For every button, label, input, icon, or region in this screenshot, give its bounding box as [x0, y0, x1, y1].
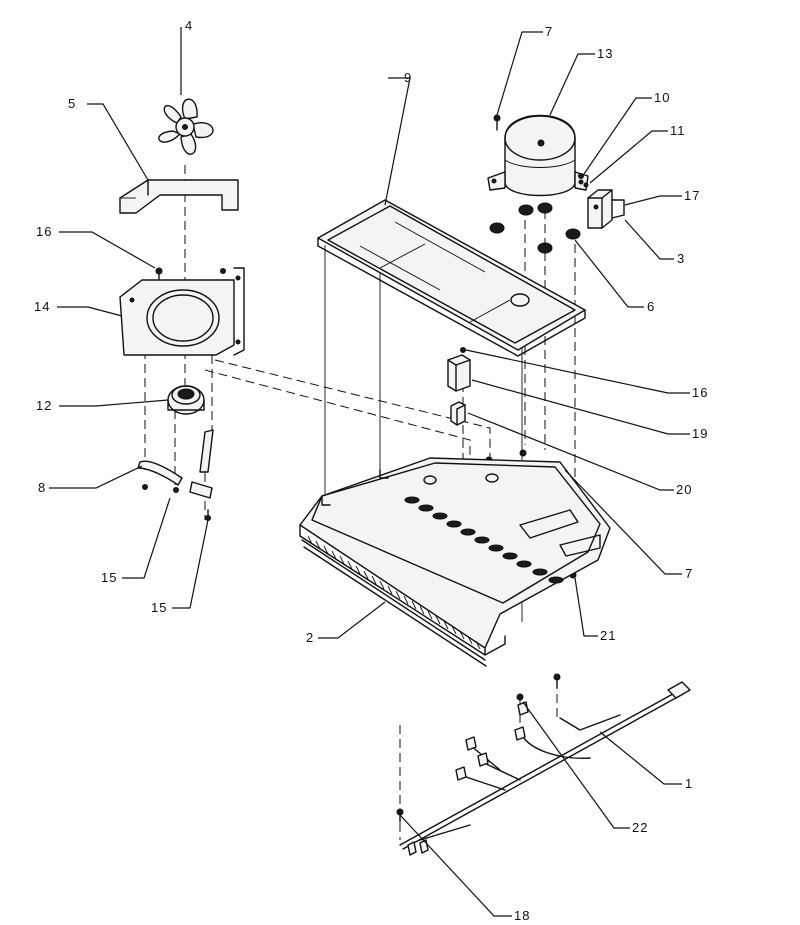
callout-10: 10	[654, 90, 670, 105]
condenser-coils	[301, 535, 487, 667]
callout-12: 12	[36, 398, 52, 413]
callout-16-right: 16	[692, 385, 708, 400]
electrical-box-20	[450, 401, 466, 426]
evaporator-pan	[317, 199, 586, 357]
callout-labels: 4 5 16 14 12 8 15 15 2 9 7 13 10 11 17 3…	[34, 18, 708, 923]
callout-7-bottom: 7	[685, 566, 693, 581]
callout-3: 3	[677, 251, 685, 266]
callout-21: 21	[600, 628, 616, 643]
callout-15-b: 15	[151, 600, 167, 615]
callout-13: 13	[597, 46, 613, 61]
screw-16-left	[155, 267, 226, 280]
screws-22	[516, 673, 561, 701]
callout-2: 2	[306, 630, 314, 645]
pan-slots	[404, 496, 564, 584]
leader-lines	[49, 27, 690, 917]
callout-6: 6	[647, 299, 655, 314]
fan-motor	[167, 385, 205, 415]
callout-14: 14	[34, 299, 50, 314]
callout-7-top: 7	[545, 24, 553, 39]
callout-16-left: 16	[36, 224, 52, 239]
callout-11: 11	[670, 123, 686, 138]
callout-1: 1	[685, 776, 693, 791]
callout-19: 19	[692, 426, 708, 441]
callout-8: 8	[38, 480, 46, 495]
callout-18: 18	[514, 908, 530, 923]
compressor	[487, 114, 589, 197]
fan-blade	[158, 98, 214, 155]
callout-9: 9	[404, 70, 412, 85]
callout-20: 20	[676, 482, 692, 497]
screws-10-11	[578, 173, 589, 188]
callout-22: 22	[632, 820, 648, 835]
fan-shroud	[119, 179, 239, 214]
relay-17	[587, 189, 625, 229]
callout-4: 4	[185, 18, 193, 33]
fan-bracket	[119, 267, 245, 356]
motor-mount-15	[189, 429, 214, 521]
callout-5: 5	[68, 96, 76, 111]
base-pan	[299, 457, 611, 667]
electrical-box-19	[447, 347, 471, 392]
motor-mount-8	[137, 460, 183, 493]
callout-17: 17	[684, 188, 700, 203]
callout-15-a: 15	[101, 570, 117, 585]
grommets	[489, 202, 581, 254]
